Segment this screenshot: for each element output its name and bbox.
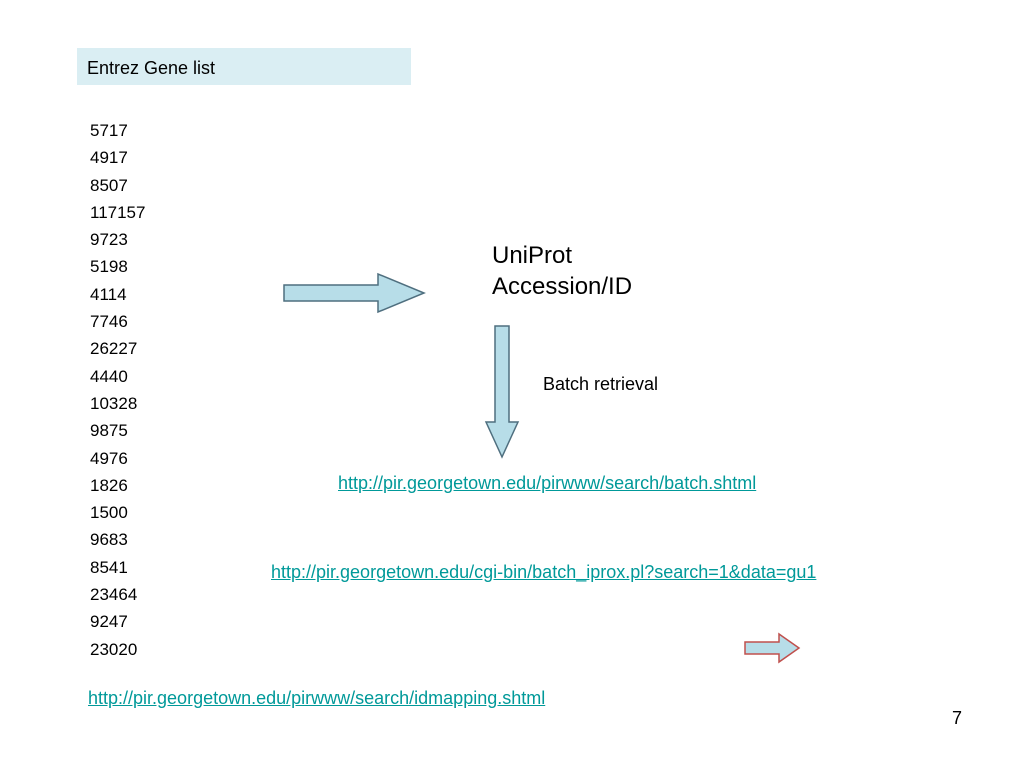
gene-id-item: 10328 [90, 393, 138, 413]
gene-id-item: 26227 [90, 339, 138, 359]
entrez-gene-list-title: Entrez Gene list [77, 48, 411, 85]
gene-id-item: 9683 [90, 530, 128, 550]
gene-id-item: 9247 [90, 612, 128, 632]
gene-id-item: 4440 [90, 366, 128, 386]
batch-retrieval-label: Batch retrieval [543, 374, 659, 394]
idmapping-link[interactable]: http://pir.georgetown.edu/pirwww/search/… [88, 688, 546, 708]
gene-id-item: 4976 [90, 448, 128, 468]
batch-iprox-link[interactable]: http://pir.georgetown.edu/cgi-bin/batch_… [271, 562, 817, 582]
gene-id-item: 4917 [90, 148, 128, 168]
uniprot-line1: UniProt [492, 242, 573, 269]
gene-id-item: 8541 [90, 557, 128, 577]
gene-id-item: 1500 [90, 503, 128, 523]
gene-id-item: 7746 [90, 312, 128, 332]
gene-id-item: 23464 [90, 585, 138, 605]
gene-id-item: 23020 [90, 639, 138, 659]
small-right-arrow-icon [744, 632, 801, 664]
gene-id-item: 9723 [90, 230, 128, 250]
uniprot-line2: Accession/ID [492, 273, 633, 300]
right-arrow-icon [283, 272, 426, 314]
batch-search-link[interactable]: http://pir.georgetown.edu/pirwww/search/… [338, 473, 757, 493]
gene-id-list: 5717 4917 8507 117157 9723 5198 4114 7746 26227 4… [90, 117, 145, 663]
gene-id-item: 4114 [90, 284, 127, 304]
gene-id-item: 5198 [90, 257, 128, 277]
gene-id-item: 117157 [90, 202, 146, 222]
uniprot-accession-label: UniProt Accession/ID [492, 240, 632, 302]
gene-id-item: 5717 [90, 121, 128, 140]
gene-id-item: 9875 [90, 421, 128, 441]
gene-id-item: 8507 [90, 175, 128, 195]
gene-id-item: 1826 [90, 475, 128, 495]
page-number: 7 [952, 708, 963, 728]
down-arrow-icon [484, 325, 520, 459]
